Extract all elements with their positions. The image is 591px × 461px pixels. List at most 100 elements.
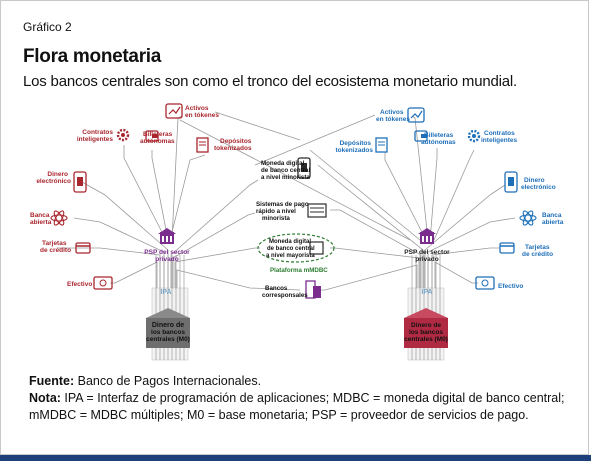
figure-label: Gráfico 2	[23, 20, 72, 34]
center-correspondent: Bancos corresponsales	[262, 280, 321, 299]
wholesale-cbdc-line-1: Moneda digital	[269, 239, 311, 245]
gear-icon	[467, 129, 481, 143]
right-wallets-line-1: Billeteras	[424, 132, 454, 139]
right-contracts-line-2: inteligentes	[481, 137, 518, 144]
left-tokens-line-1: Activos	[185, 105, 209, 112]
right-leaf-cards: Tarjetas de crédito	[499, 242, 553, 258]
phone-icon	[297, 157, 311, 179]
right-leaf-tokens: Activos en tókenes	[376, 107, 425, 123]
right-cards-line-1: Tarjetas	[525, 244, 550, 251]
left-contracts-line-2: inteligentes	[77, 136, 114, 143]
mcbdc-dashed-ellipse	[257, 233, 335, 263]
right-edinero-line-2: electrónico	[521, 184, 556, 191]
document-icon	[375, 137, 388, 153]
right-cash-label: Efectivo	[498, 283, 523, 290]
server-icon	[307, 203, 327, 218]
left-openbank-line-2: abierta	[30, 219, 52, 226]
phone-icon	[73, 171, 87, 193]
right-leaf-deposits: Depósitos tokenizados	[335, 137, 388, 154]
wholesale-cbdc-line-3: a nivel mayorista	[266, 253, 315, 259]
left-cards-line-2: de crédito	[40, 247, 71, 254]
note-line: Nota: IPA = Interfaz de programación de …	[29, 390, 569, 424]
right-psp-line-2: privado	[415, 256, 439, 263]
right-contracts-line-1: Contratos	[484, 130, 515, 137]
credit-card-icon	[499, 242, 515, 254]
left-trunk: Dinero de los bancos centrales (M0) IPA	[146, 255, 190, 361]
right-leaf-openbank: Banca abierta	[519, 210, 564, 226]
left-wallets-line-2: autónomas	[140, 138, 175, 145]
bank-building-icon	[309, 241, 324, 255]
left-trunk-line-2: los bancos	[151, 329, 185, 336]
right-wallets-line-2: autónomas	[421, 139, 456, 146]
note-label: Nota:	[29, 391, 61, 405]
right-edinero-line-1: Dinero	[524, 177, 545, 184]
left-edinero-line-2: electrónico	[36, 178, 71, 185]
right-tokens-line-1: Activos	[380, 109, 404, 116]
retail-cbdc-line-3: a nivel minorista	[261, 174, 310, 181]
left-contracts-line-1: Contratos	[82, 129, 113, 136]
right-deposits-line-1: Depósitos	[340, 140, 372, 147]
left-deposits-line-1: Depósitos	[220, 138, 252, 145]
right-trunk-line-2: los bancos	[409, 329, 443, 336]
figure-notes: Fuente: Banco de Pagos Internacionales. …	[29, 373, 569, 424]
left-deposits-line-2: tokenizados	[214, 145, 252, 152]
left-ipa-label: IPA	[160, 289, 171, 296]
note-text: IPA = Interfaz de programación de aplica…	[29, 391, 565, 422]
right-ipa-label: IPA	[421, 289, 432, 296]
gear-icon	[116, 128, 130, 142]
right-trunk-box	[404, 318, 448, 348]
figure-subtitle: Los bancos centrales son como el tronco …	[23, 73, 518, 90]
right-psp-line-1: PSP del sector	[404, 249, 450, 256]
wholesale-cbdc-line-2: de banco central	[267, 246, 315, 252]
left-cash-label: Efectivo	[67, 281, 92, 288]
left-wallets-line-1: Billeteras	[143, 131, 173, 138]
retail-cbdc-line-2: de banco central	[261, 167, 310, 174]
mcbdc-platform-label: Plataforma mMDBC	[270, 267, 328, 274]
atom-icon	[519, 214, 537, 222]
right-leaf-cash: Efectivo	[475, 276, 523, 290]
document-icon	[196, 137, 209, 153]
atom-icon	[50, 214, 68, 222]
right-openbank-line-1: Banca	[542, 212, 562, 219]
fast-payments-line-2: rápido a nivel	[256, 208, 296, 215]
correspondent-line-1: Bancos	[265, 285, 288, 292]
credit-card-icon	[75, 242, 91, 254]
left-trunk-line-1: Dinero de	[152, 322, 184, 329]
banknote-icon	[475, 276, 495, 290]
right-trunk-line-1: Dinero de	[411, 322, 441, 329]
left-psp-line-2: privado	[155, 256, 179, 263]
left-trunk-line-3: centrales (M0)	[146, 336, 190, 343]
right-trunk: Dinero de los bancos centrales (M0) IPA	[404, 255, 448, 361]
center-retail-cbdc: Moneda digital de banco central a nivel …	[261, 157, 311, 181]
left-trunk-box	[146, 318, 190, 348]
left-tokens-line-2: en tókenes	[185, 112, 219, 119]
retail-cbdc-line-1: Moneda digital	[261, 160, 305, 167]
left-leaf-cash: Efectivo	[67, 276, 113, 290]
left-leaf-contracts: Contratos inteligentes	[77, 128, 130, 143]
right-leaf-wallets: Billeteras autónomas	[414, 130, 456, 146]
right-leaf-contracts: Contratos inteligentes	[467, 129, 518, 144]
left-leaf-edinero: Dinero electrónico	[36, 171, 87, 193]
right-tokens-line-2: en tókenes	[376, 116, 410, 123]
right-trunk-line-3: centrales (M0)	[404, 336, 448, 343]
center-fast-payments: Sistemas de pago rápido a nivel minorist…	[256, 201, 327, 222]
left-psp-line-1: PSP del sector	[144, 249, 190, 256]
left-leaf-deposits: Depósitos tokenizados	[196, 137, 252, 153]
fast-payments-line-1: Sistemas de pago	[256, 201, 309, 208]
right-deposits-line-2: tokenizados	[335, 147, 373, 154]
left-leaf-openbank: Banca abierta	[30, 210, 68, 226]
chart-icon	[407, 107, 425, 123]
left-leaf-tokens: Activos en tókenes	[165, 103, 219, 119]
left-leaf-cards: Tarjetas de crédito	[40, 240, 91, 254]
right-leaf-edinero: Dinero electrónico	[504, 171, 556, 193]
right-psp-node: PSP del sector privado	[404, 228, 450, 263]
source-text: Banco de Pagos Internacionales.	[74, 374, 262, 388]
chart-icon	[165, 103, 183, 119]
correspondent-line-2: corresponsales	[262, 292, 308, 299]
right-cards-line-2: de crédito	[522, 251, 553, 258]
source-line: Fuente: Banco de Pagos Internacionales.	[29, 373, 569, 390]
right-openbank-line-2: abierta	[542, 219, 564, 226]
left-cards-line-1: Tarjetas	[42, 240, 67, 247]
